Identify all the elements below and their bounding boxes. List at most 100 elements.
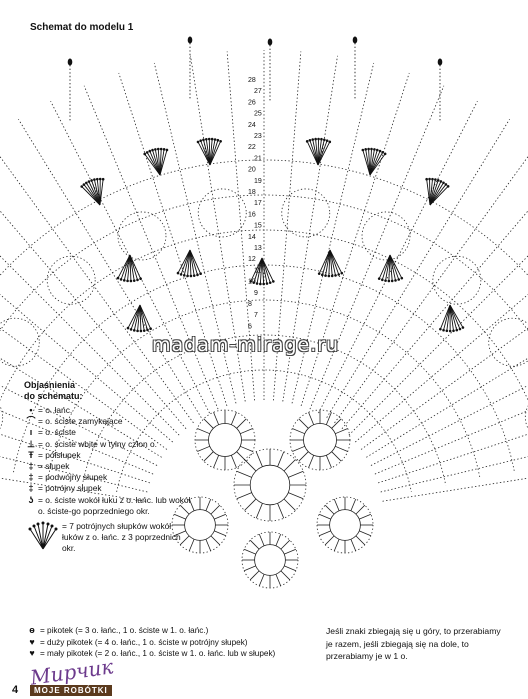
- fan-stitch-tip: [93, 178, 96, 181]
- fan-stitch: [133, 304, 141, 331]
- fan-stitch-tip: [95, 177, 99, 181]
- medallion-spoke: [325, 412, 332, 425]
- fan-stitch: [362, 149, 371, 176]
- fan-stitch: [369, 149, 378, 176]
- row-number: 12: [248, 256, 256, 263]
- medallion-spoke: [240, 428, 253, 435]
- medallion-spoke: [277, 451, 285, 467]
- fan-stitch-tip: [445, 329, 449, 333]
- chart-medallions: [171, 409, 374, 589]
- chart-ray: [0, 433, 150, 484]
- fan-stitch: [369, 150, 381, 176]
- fan-stitch-tip: [327, 274, 331, 278]
- fan-stitch-tip: [373, 148, 376, 151]
- fan-stitch: [369, 149, 375, 176]
- row-number: 10: [248, 279, 256, 286]
- medallion-spoke: [324, 535, 335, 546]
- fan-stitch: [426, 179, 431, 206]
- fan-stitch: [85, 182, 101, 206]
- medallion-spoke: [280, 570, 291, 581]
- chart-arc: [0, 159, 528, 276]
- medallion-spoke: [350, 539, 357, 552]
- row-number: 9: [254, 290, 258, 297]
- chart-ray: [309, 85, 445, 410]
- medallion-spoke: [355, 504, 366, 515]
- chart-scallop: [117, 211, 167, 261]
- row-number: 25: [254, 111, 262, 118]
- fan-stitch-tip: [444, 183, 448, 186]
- fan-stitch-tip: [340, 271, 344, 275]
- fan-stitch: [139, 304, 148, 331]
- legend-item: Ŧ= półsłupek: [24, 450, 194, 461]
- legend-item: ⊥= o. ściste wbite w tylny człon o.: [24, 439, 194, 450]
- chart-ray: [291, 62, 375, 404]
- fan-stitch-tip: [196, 140, 200, 144]
- medallion-spoke: [255, 503, 263, 519]
- fan-stitch-tip: [148, 149, 152, 153]
- fan-stitch-tip: [210, 137, 214, 141]
- legend-item: ‡= słupek: [24, 461, 194, 472]
- fan-stitch: [429, 182, 444, 206]
- fan-stitch: [189, 249, 192, 276]
- fan-stitch: [99, 179, 104, 206]
- fan-stitch-tip: [136, 278, 139, 282]
- chart-scallop: [281, 188, 331, 238]
- fan-stitch: [385, 254, 391, 281]
- fan-stitch: [123, 254, 131, 281]
- fan-stitch: [139, 304, 152, 329]
- fan-stitch-tip: [139, 277, 142, 281]
- fan-stitch-tip: [132, 329, 136, 332]
- medallion-spoke: [244, 459, 257, 472]
- fan-stitch: [127, 254, 131, 281]
- medallion-spoke: [249, 570, 260, 581]
- fan-stitch-tip: [383, 152, 387, 156]
- medallion-spoke: [236, 418, 247, 429]
- fan-stitch-tip: [317, 137, 320, 141]
- fan-stitch: [88, 181, 101, 206]
- chart-ray: [226, 51, 255, 401]
- fan-stitch: [329, 249, 333, 276]
- chart-arc: [81, 334, 447, 486]
- fan-stitch-tip: [458, 327, 462, 331]
- fan-stitch-tip: [154, 148, 157, 151]
- picot-tip: [267, 38, 273, 46]
- medallion-spoke: [298, 418, 309, 429]
- row-number: 23: [254, 133, 262, 140]
- fan-stitch: [157, 149, 161, 176]
- fan-stitch-tip: [205, 137, 208, 141]
- fan-stitch: [127, 304, 141, 329]
- fan-stitch-tip: [156, 147, 160, 151]
- fan-stitch: [439, 304, 451, 330]
- row-number: 19: [254, 178, 262, 185]
- fan-stitch: [139, 304, 145, 331]
- fan-stitch: [389, 254, 393, 281]
- fan-stitch-tip: [126, 279, 129, 283]
- legend-item: ı= o. ściste: [24, 427, 194, 438]
- fan-stitch-tip: [320, 137, 323, 141]
- fan-stitch: [261, 257, 274, 282]
- fan-stitch: [187, 249, 191, 276]
- medallion-spoke: [236, 492, 252, 500]
- fan-stitch-tip: [439, 327, 442, 331]
- row-number: 22: [248, 144, 256, 151]
- medallion-spoke: [230, 412, 237, 425]
- fan-stitch-tip: [337, 273, 341, 276]
- medallion-spoke: [205, 498, 212, 511]
- legend-item-text: = o. ściste: [38, 427, 76, 438]
- fan-stitch: [253, 257, 263, 283]
- fan-stitch: [159, 149, 162, 176]
- note-text: Jeśli znaki zbiegają się u góry, to prze…: [326, 626, 501, 661]
- fan-stitch: [429, 180, 439, 206]
- fan-stitch: [318, 249, 331, 274]
- medallion-spoke: [333, 539, 340, 552]
- fan-stitch: [256, 257, 263, 284]
- picot-item-text: = mały pikotek (= 2 o. łańc., 1 o. ścist…: [40, 649, 276, 659]
- fan-stitch: [378, 254, 391, 279]
- fan-stitch: [203, 139, 211, 166]
- picot-item: ♥= duży pikotek (= 4 o. łańc., 1 o. ścis…: [24, 637, 324, 649]
- fan-stitch-tip: [252, 281, 256, 284]
- fan-stitch: [189, 249, 202, 274]
- fan-stitch-tip: [213, 138, 217, 141]
- fan-stitch-tip: [370, 147, 373, 151]
